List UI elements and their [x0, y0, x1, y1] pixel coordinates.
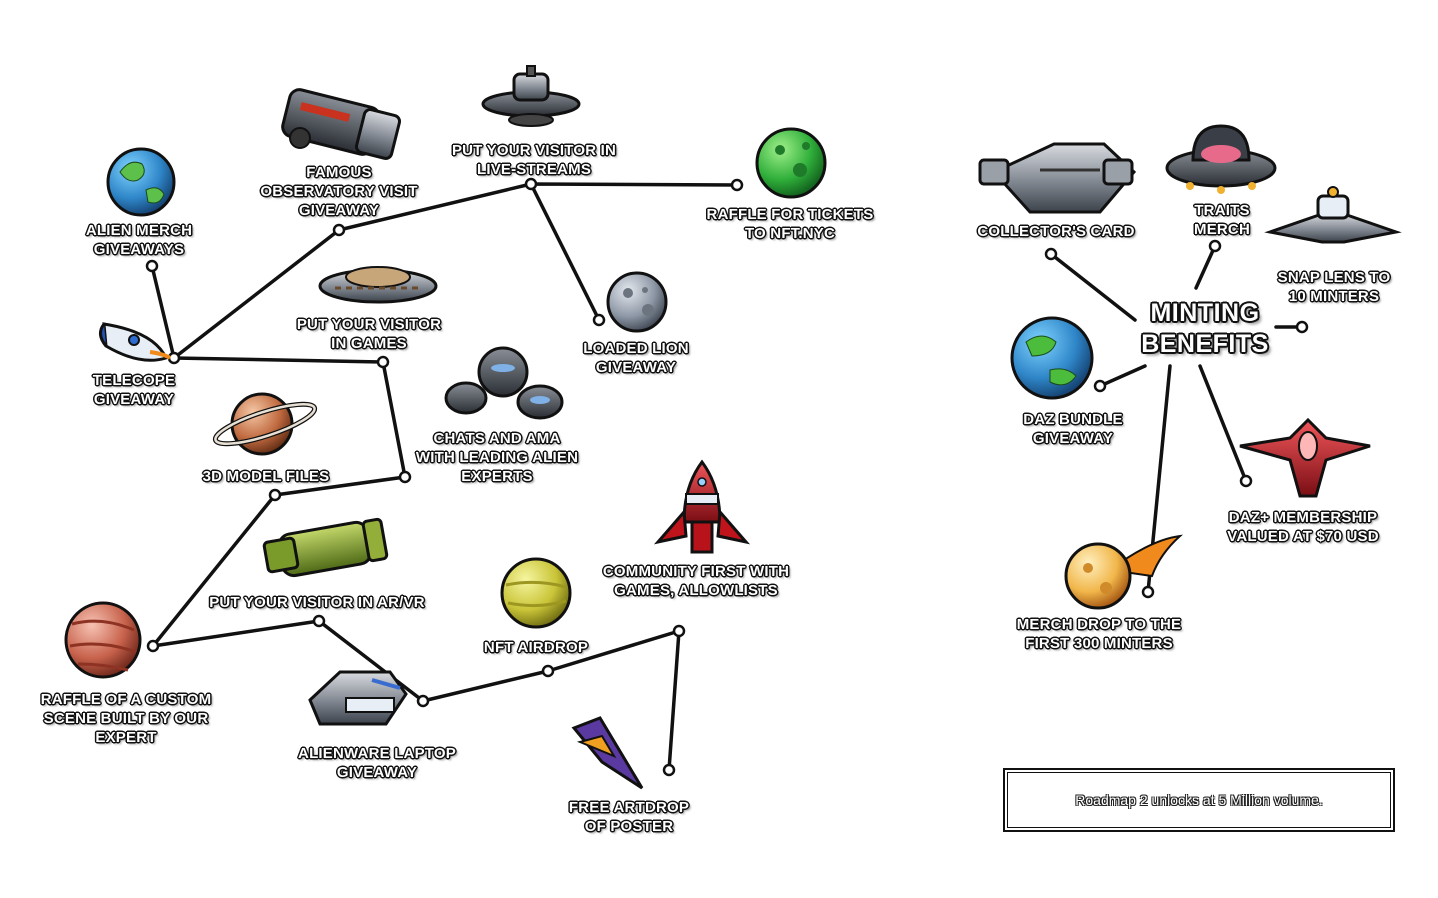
purple-fighter-icon	[571, 716, 644, 790]
red-fighter-icon	[1239, 417, 1371, 498]
yellow-planet-icon	[500, 557, 572, 629]
red-planet-icon	[64, 601, 142, 679]
roadmap-notice: Roadmap 2 unlocks at 5 Million volume.	[1003, 768, 1395, 832]
green-cannon-ship-icon	[262, 517, 389, 578]
pod-station-icon	[444, 346, 564, 420]
telescope-ship-icon	[281, 88, 402, 160]
laptop-ship-icon	[308, 670, 408, 726]
label-3d-model-files: 3D MODEL FILES	[202, 468, 330, 485]
green-planet-icon	[755, 127, 827, 199]
label-nft-airdrop: NFT AIRDROP	[483, 639, 589, 656]
white-station-icon	[1264, 186, 1402, 244]
saturn-icon	[212, 392, 318, 456]
red-rocket-icon	[653, 459, 751, 554]
rocket-icon	[99, 322, 172, 362]
saucer-icon	[318, 266, 438, 304]
earth-planet-icon	[106, 147, 176, 217]
roadmap-notice-text: Roadmap 2 unlocks at 5 Million volume.	[1075, 792, 1323, 808]
silver-ship-icon	[978, 142, 1137, 214]
label-collectors-card: COLLECTOR'S CARD	[977, 223, 1135, 240]
blue-green-planet-icon	[1010, 316, 1094, 400]
ufo-icon	[1165, 124, 1277, 194]
moon-icon	[606, 271, 668, 333]
label-visitor-arvr: PUT YOUR VISITOR IN AR/VR	[209, 594, 425, 611]
space-station-icon	[481, 65, 581, 127]
meteor-icon	[1064, 534, 1184, 610]
